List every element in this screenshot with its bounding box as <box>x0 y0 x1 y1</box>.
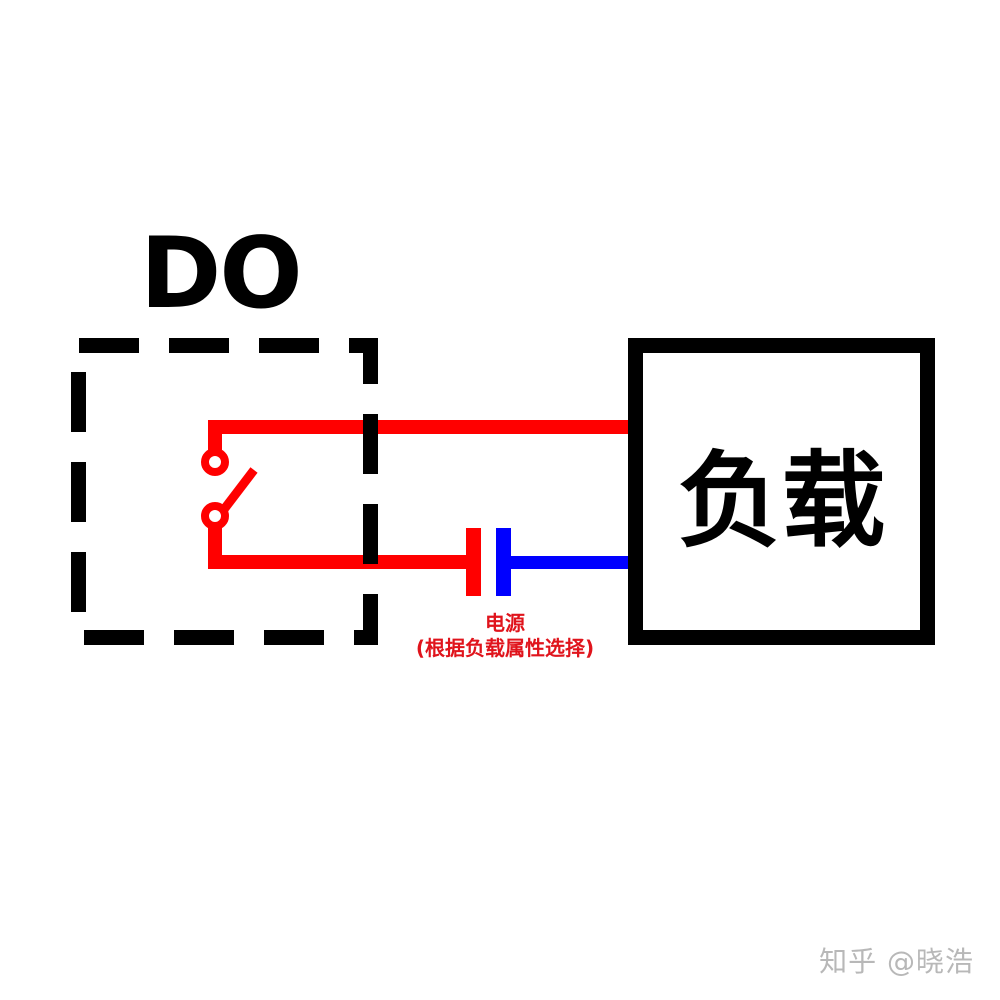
red-wire <box>208 420 630 569</box>
power-source-note: (根据负载属性选择) <box>415 636 595 660</box>
do-module-dashed-border <box>71 338 378 645</box>
load-box <box>628 338 935 645</box>
power-source-label: 电源 (根据负载属性选择) <box>370 611 640 661</box>
switch-icon <box>201 448 258 530</box>
load-label: 负载 <box>677 440 886 562</box>
do-module-dashed-border-right <box>363 414 378 564</box>
power-source-icon <box>466 528 631 596</box>
do-module-label: DO <box>140 217 303 331</box>
power-source-title: 电源 <box>485 611 525 635</box>
watermark: 知乎 @晓浩 <box>819 945 974 978</box>
